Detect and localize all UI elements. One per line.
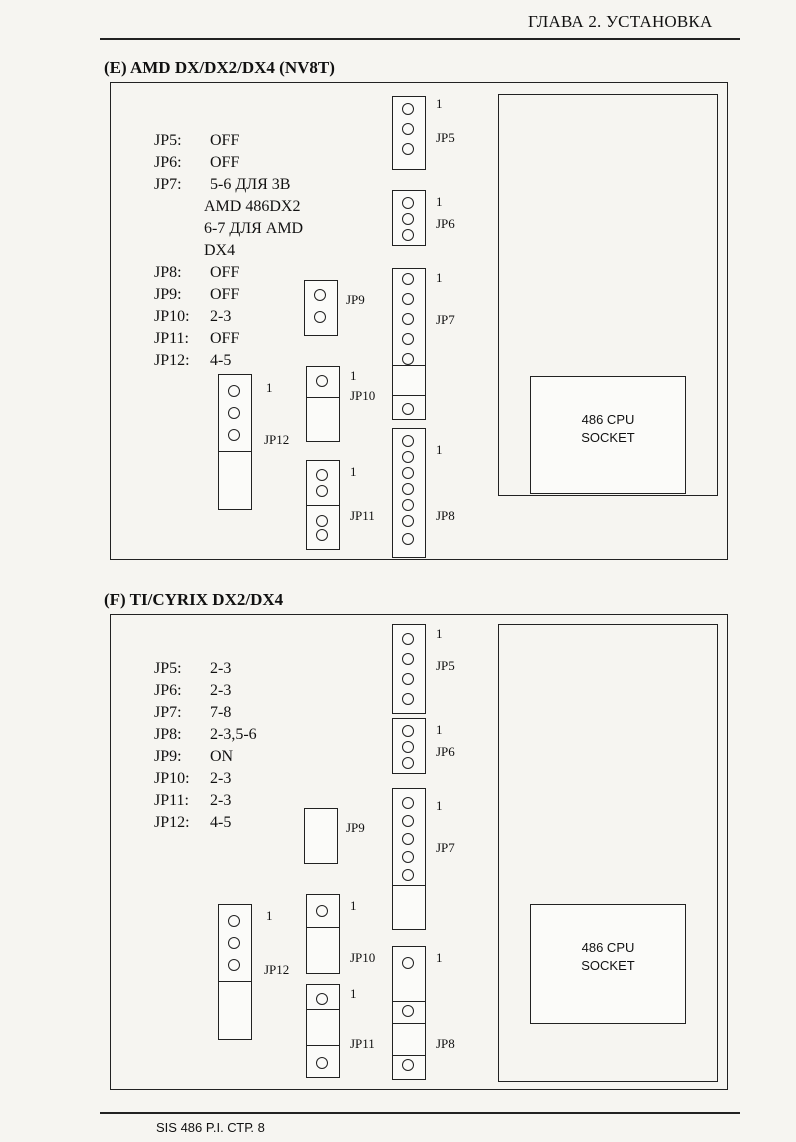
setting-key: JP9: — [154, 286, 182, 303]
jp12-label: JP12 — [264, 962, 290, 977]
jp12-pin1-label: 1 — [266, 380, 273, 395]
setting-key: JP10: — [154, 308, 190, 325]
setting-value: OFF — [210, 286, 240, 303]
setting-key: JP5: — [154, 132, 182, 149]
jp5-pin1-label: 1 — [436, 96, 443, 111]
jp12-pin1-label: 1 — [266, 908, 273, 923]
section-e-cpu-socket: 486 CPU SOCKET — [530, 376, 686, 494]
jp8-label: JP8 — [436, 1036, 455, 1051]
setting-value: 7-8 — [210, 704, 232, 721]
jp6-jumper — [392, 718, 426, 774]
setting-key: JP12: — [154, 352, 190, 369]
jp9-jumper — [304, 808, 338, 864]
jp10-jumper — [306, 366, 340, 442]
jp6-jumper — [392, 190, 426, 246]
page-footer: SIS 486 P.I. СТР. 8 — [156, 1120, 265, 1135]
setting-key: JP5: — [154, 660, 182, 677]
jp10-label: JP10 — [350, 950, 376, 965]
jp9-label: JP9 — [346, 820, 365, 835]
jp7-jumper — [392, 788, 426, 930]
setting-value: OFF — [210, 132, 240, 149]
jp9-jumper — [304, 280, 338, 336]
jp11-label: JP11 — [350, 508, 375, 523]
setting-value: 2-3 — [210, 682, 232, 699]
jp7-pin1-label: 1 — [436, 798, 443, 813]
setting-value: 2-3,5-6 — [210, 726, 257, 743]
jp5-label: JP5 — [436, 130, 455, 145]
section-e-cpu-area — [498, 94, 718, 496]
setting-key: JP6: — [154, 154, 182, 171]
setting-key: JP8: — [154, 726, 182, 743]
section-f-cpu-area — [498, 624, 718, 1082]
setting-key: JP10: — [154, 770, 190, 787]
setting-value: OFF — [210, 264, 240, 281]
setting-value: OFF — [210, 330, 240, 347]
setting-value: 5-6 ДЛЯ 3В — [210, 176, 291, 193]
section-f-cpu-socket: 486 CPU SOCKET — [530, 904, 686, 1024]
chapter-header: ГЛАВА 2. УСТАНОВКА — [528, 12, 713, 31]
jp5-label: JP5 — [436, 658, 455, 673]
jp6-label: JP6 — [436, 216, 455, 231]
setting-value: OFF — [210, 154, 240, 171]
jp7-jumper — [392, 268, 426, 420]
jp7-label: JP7 — [436, 840, 455, 855]
footer-rule — [100, 1112, 740, 1114]
header-rule — [100, 38, 740, 40]
jp8-jumper — [392, 946, 426, 1080]
jp11-jumper — [306, 460, 340, 550]
jp10-label: JP10 — [350, 388, 376, 403]
jp10-pin1-label: 1 — [350, 898, 357, 913]
setting-value: 4-5 — [210, 814, 232, 831]
jp8-pin1-label: 1 — [436, 442, 443, 457]
setting-key: JP9: — [154, 748, 182, 765]
cpu-socket-label: 486 CPU SOCKET — [581, 940, 635, 973]
section-e-title: (E) AMD DX/DX2/DX4 (NV8T) — [104, 58, 335, 77]
jp11-label: JP11 — [350, 1036, 375, 1051]
setting-value: 2-3 — [210, 308, 232, 325]
jp5-jumper — [392, 96, 426, 170]
setting-value: ON — [210, 748, 234, 765]
section-f-title: (F) TI/CYRIX DX2/DX4 — [104, 590, 284, 609]
jp11-pin1-label: 1 — [350, 986, 357, 1001]
jp7-label: JP7 — [436, 312, 455, 327]
setting-value: 2-3 — [210, 770, 232, 787]
jp6-pin1-label: 1 — [436, 194, 443, 209]
setting-value: 4-5 — [210, 352, 232, 369]
setting-key: JP7: — [154, 176, 182, 193]
setting-value: DX4 — [204, 242, 236, 259]
setting-value: 2-3 — [210, 792, 232, 809]
jp12-jumper — [218, 374, 252, 510]
setting-value: 2-3 — [210, 660, 232, 677]
jp12-jumper — [218, 904, 252, 1040]
jp11-jumper — [306, 984, 340, 1078]
setting-value: 6-7 ДЛЯ AMD — [204, 220, 304, 237]
jp10-pin1-label: 1 — [350, 368, 357, 383]
jp11-pin1-label: 1 — [350, 464, 357, 479]
setting-key: JP8: — [154, 264, 182, 281]
cpu-socket-label: 486 CPU SOCKET — [581, 412, 635, 445]
section-e-board — [110, 82, 728, 560]
jp5-pin1-label: 1 — [436, 626, 443, 641]
setting-key: JP7: — [154, 704, 182, 721]
jp12-label: JP12 — [264, 432, 290, 447]
setting-key: JP12: — [154, 814, 190, 831]
jp10-jumper — [306, 894, 340, 974]
jp5-jumper — [392, 624, 426, 714]
setting-key: JP6: — [154, 682, 182, 699]
setting-value: AMD 486DX2 — [204, 198, 301, 215]
jp8-jumper — [392, 428, 426, 558]
jp8-pin1-label: 1 — [436, 950, 443, 965]
section-f-board — [110, 614, 728, 1090]
jp7-pin1-label: 1 — [436, 270, 443, 285]
setting-key: JP11: — [154, 330, 189, 347]
setting-key: JP11: — [154, 792, 189, 809]
jp8-label: JP8 — [436, 508, 455, 523]
jp6-pin1-label: 1 — [436, 722, 443, 737]
jp6-label: JP6 — [436, 744, 455, 759]
jp9-label: JP9 — [346, 292, 365, 307]
